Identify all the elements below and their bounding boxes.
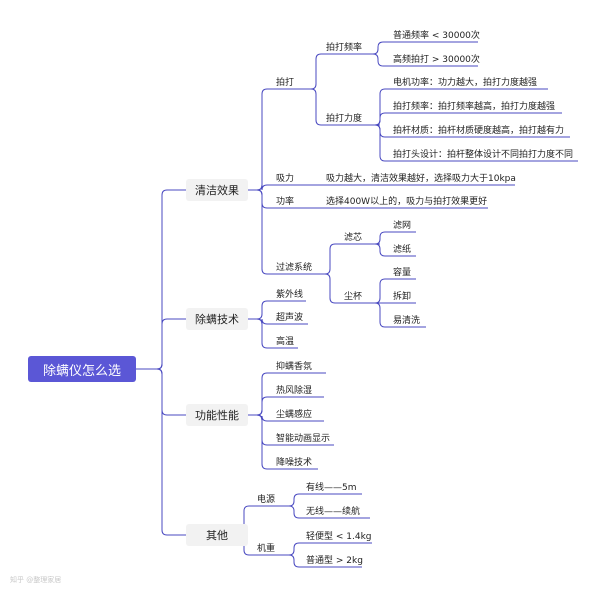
connector-line-2 (136, 368, 186, 416)
connector-line-22 (374, 112, 562, 126)
connector-line-65 (288, 505, 370, 519)
connector-line-16 (370, 41, 478, 55)
branch-features[interactable]: 功能性能 (186, 404, 248, 426)
connector-line-43 (248, 300, 306, 320)
connector-line-69 (288, 554, 362, 568)
connector-line-18 (370, 53, 478, 67)
leaf-power-desc[interactable]: 选择400W以上的，吸力与拍打效果更好 (326, 197, 488, 207)
leaf-noise-reduction[interactable]: 降噪技术 (276, 458, 313, 468)
leaf-capacity[interactable]: 容量 (393, 268, 412, 278)
leaf-smart-display[interactable]: 智能动画显示 (276, 434, 331, 444)
node-power-source[interactable]: 电源 (257, 495, 276, 505)
node-pat-force[interactable]: 拍打力度 (326, 114, 363, 124)
node-power[interactable]: 功率 (276, 197, 295, 207)
branch-others[interactable]: 其他 (186, 524, 248, 546)
branch-cleaning[interactable]: 清洁效果 (186, 179, 248, 201)
leaf-mite-sensor[interactable]: 尘螨感应 (276, 410, 313, 420)
connector-line-47 (248, 318, 298, 349)
leaf-normal-frequency[interactable]: 普通频率 < 30000次 (393, 31, 480, 41)
leaf-pat-frequency-force[interactable]: 拍打频率：拍打频率越高，拍打力度越强 (393, 102, 556, 112)
connector-line-30 (324, 243, 380, 275)
connector-line-10 (248, 189, 328, 275)
connector-line-32 (324, 273, 380, 304)
leaf-wired[interactable]: 有线——5m (306, 483, 357, 493)
leaf-rod-material[interactable]: 拍杆材质：拍杆材质硬度越高，拍打越有力 (393, 126, 565, 136)
connector-line-34 (374, 231, 416, 245)
leaf-filter-mesh[interactable]: 滤网 (393, 221, 412, 231)
node-dust-cup[interactable]: 尘杯 (344, 292, 363, 302)
connector-line-63 (288, 493, 362, 507)
leaf-detach[interactable]: 拆卸 (393, 292, 412, 302)
leaf-high-frequency[interactable]: 高频拍打 > 30000次 (393, 55, 480, 65)
leaf-easy-clean[interactable]: 易清洗 (393, 316, 421, 326)
connector-line-41 (374, 302, 426, 328)
connector-line-12 (310, 53, 370, 90)
leaf-motor-power[interactable]: 电机功率：功力越大，拍打力度越强 (393, 78, 538, 88)
root-node[interactable]: 除螨仪怎么选 (28, 356, 136, 382)
leaf-uv[interactable]: 紫外线 (276, 290, 304, 300)
connector-line-67 (288, 542, 372, 556)
node-pat[interactable]: 拍打 (276, 78, 295, 88)
connector-line-6 (248, 184, 320, 191)
connector-line-3 (136, 368, 186, 536)
leaf-normal[interactable]: 普通型 > 2kg (306, 556, 363, 566)
leaf-high-temp[interactable]: 高温 (276, 337, 295, 347)
node-filter-core[interactable]: 滤芯 (344, 233, 363, 243)
node-pat-frequency[interactable]: 拍打频率 (326, 43, 363, 53)
node-filter-system[interactable]: 过滤系统 (276, 263, 313, 273)
connector-line-51 (248, 396, 324, 416)
connector-line-26 (374, 124, 578, 162)
connector-line-36 (374, 243, 416, 257)
leaf-light[interactable]: 轻便型 < 1.4kg (306, 532, 372, 542)
branch-mite-tech[interactable]: 除螨技术 (186, 308, 248, 330)
connector-line-0 (136, 189, 186, 370)
leaf-ultrasonic[interactable]: 超声波 (276, 313, 304, 323)
watermark: 知乎 @整理家居 (10, 576, 62, 584)
connector-line-14 (310, 88, 380, 126)
leaf-head-design[interactable]: 拍打头设计：拍杆整体设计不同拍打力度不同 (393, 150, 574, 160)
leaf-suction-desc[interactable]: 吸力越大，清洁效果越好，选择吸力大于10kpa (326, 174, 516, 184)
leaf-filter-paper[interactable]: 滤纸 (393, 245, 412, 255)
node-suction[interactable]: 吸力 (276, 174, 295, 184)
node-weight[interactable]: 机重 (257, 544, 276, 554)
leaf-fragrance[interactable]: 抑螨香氛 (276, 362, 313, 372)
leaf-hot-air[interactable]: 热风除湿 (276, 386, 313, 396)
connector-line-1 (136, 318, 186, 370)
leaf-wireless[interactable]: 无线——续航 (306, 507, 361, 517)
connector-line-57 (248, 414, 318, 470)
